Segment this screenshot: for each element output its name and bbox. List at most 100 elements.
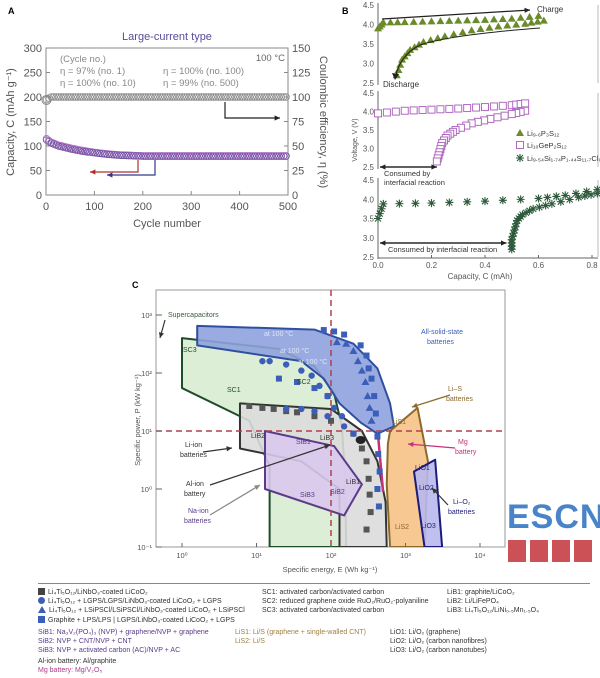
region-label-lio1: Li–O₂ bbox=[453, 499, 471, 506]
y-tick-label: 3.0 bbox=[363, 234, 375, 243]
discharge-capacity-point bbox=[146, 152, 155, 160]
discharge-capacity-point bbox=[214, 152, 222, 160]
efficiency-point bbox=[173, 93, 181, 101]
blue-circle-point bbox=[282, 405, 290, 413]
discharge-capacity-point bbox=[125, 152, 133, 160]
discharge-capacity-point bbox=[166, 152, 174, 160]
mg-pointer bbox=[407, 443, 456, 449]
discharge-capacity-point bbox=[190, 152, 198, 160]
legend-lis1: LiS1: Li/S (graphene + single-walled CNT… bbox=[235, 629, 366, 636]
legend-sc2: SC2: reduced graphene oxide RuO₂/RuO₂-po… bbox=[262, 598, 429, 605]
legend-text: Li₄Ti₅O₁₂ + LSiPSCl/LSiPSCl/LiNbO₃-coate… bbox=[49, 607, 245, 614]
annotation-eta-10: η = 100% (no. 10) bbox=[60, 78, 136, 89]
efficiency-point bbox=[187, 93, 196, 101]
legend-alion: Al-ion battery: Al/graphite bbox=[38, 658, 117, 665]
discharge-capacity-point bbox=[74, 146, 82, 155]
efficiency-point bbox=[233, 93, 242, 101]
triangle-marker bbox=[386, 18, 395, 26]
y2-axis-label: Coulombic efficiency, η (%) bbox=[317, 56, 329, 188]
discharge-capacity-point bbox=[226, 152, 235, 160]
efficiency-point bbox=[86, 93, 94, 101]
region-na-ion-batteries bbox=[263, 430, 363, 517]
watermark-logo: ESCN bbox=[507, 498, 600, 536]
asterisk-marker bbox=[509, 229, 518, 238]
efficiency-point bbox=[59, 93, 68, 101]
discharge-capacity-point bbox=[217, 152, 225, 160]
region-label-sc3: SC3 bbox=[183, 347, 197, 354]
square-marker bbox=[500, 111, 509, 120]
efficiency-point bbox=[91, 93, 99, 101]
efficiency-first-point bbox=[41, 94, 52, 105]
discharge-capacity-point bbox=[168, 152, 176, 160]
discharge-capacity-point bbox=[115, 151, 123, 159]
triangle-marker bbox=[433, 34, 442, 42]
efficiency-point bbox=[263, 93, 271, 101]
efficiency-point bbox=[149, 93, 157, 101]
y-tick-label: 10³ bbox=[141, 311, 152, 320]
legend-lib3: LiB3: Li₄Ti₅O₁₂/LiNi₀.₅Mn₁.₅O₄ bbox=[447, 607, 539, 614]
annotation-consumed-2: Consumed by interfacial reaction bbox=[388, 245, 497, 254]
discharge-capacity-point bbox=[108, 151, 116, 159]
annotation-consumed-1a: Consumed by bbox=[384, 169, 431, 178]
x-tick-label: 10³ bbox=[400, 551, 411, 560]
triangle-marker-icon bbox=[38, 606, 46, 613]
efficiency-point bbox=[171, 93, 179, 101]
annotation-consumed-1b: interfacial reaction bbox=[384, 178, 445, 187]
legend-lio1: LiO1: Li/O₂ (graphene) bbox=[390, 629, 461, 636]
gray-square-point bbox=[363, 458, 370, 465]
legend-sib2: SiB2: NVP + CNT/NVP + CNT bbox=[38, 638, 132, 645]
discharge-capacity-point bbox=[195, 152, 203, 160]
legend-text: Li₄Ti₅O₁₂/LiNbO₃-coated LiCoO₂ bbox=[48, 589, 148, 596]
region-label-lio2: LiO2 bbox=[419, 485, 434, 492]
discharge-capacity-point bbox=[161, 152, 169, 160]
discharge-capacity-point bbox=[67, 145, 75, 153]
square-marker bbox=[436, 105, 445, 114]
triangle-marker bbox=[409, 17, 418, 25]
discharge-capacity-point bbox=[282, 152, 290, 160]
blue-square-point bbox=[374, 433, 381, 440]
x-axis-label: Capacity, C (mAh) bbox=[448, 272, 513, 281]
arrowhead-icon bbox=[392, 73, 399, 80]
efficiency-point bbox=[250, 93, 259, 101]
discharge-capacity-point bbox=[197, 152, 205, 160]
efficiency-point bbox=[142, 93, 150, 101]
discharge-capacity-point bbox=[280, 152, 288, 160]
gray-square-point bbox=[259, 404, 266, 411]
efficiency-point bbox=[241, 93, 249, 101]
y-tick-label: 2.5 bbox=[363, 253, 375, 262]
triangle-marker bbox=[534, 11, 543, 19]
discharge-capacity-point bbox=[260, 152, 268, 160]
discharge-capacity-point bbox=[154, 152, 162, 160]
x-axis-label: Cycle number bbox=[133, 218, 201, 230]
asterisk-marker bbox=[552, 192, 561, 201]
efficiency-point bbox=[212, 93, 220, 101]
discharge-capacity-point bbox=[113, 151, 121, 159]
discharge-capacity-point bbox=[137, 152, 145, 160]
panel-label-c: C bbox=[132, 280, 139, 290]
y-tick-label: 10⁰ bbox=[141, 485, 152, 494]
discharge-capacity-point bbox=[178, 152, 186, 160]
efficiency-point bbox=[163, 93, 172, 101]
asterisk-marker bbox=[511, 222, 520, 231]
blue-square-point bbox=[375, 451, 382, 458]
discharge-curve-arrow bbox=[394, 27, 541, 79]
asterisk-marker bbox=[565, 195, 574, 204]
efficiency-point bbox=[270, 93, 278, 101]
charge-arrow bbox=[381, 9, 531, 20]
triangle-marker bbox=[503, 21, 512, 29]
efficiency-point bbox=[117, 93, 126, 101]
square-marker bbox=[374, 109, 382, 118]
arrowhead-icon bbox=[90, 169, 96, 175]
y-tick-label: 250 bbox=[24, 68, 42, 80]
asterisk-marker bbox=[512, 219, 521, 228]
arrowhead-icon bbox=[107, 172, 113, 178]
efficiency-point bbox=[57, 93, 65, 101]
efficiency-point bbox=[96, 93, 104, 101]
chart-c-plot-area bbox=[156, 290, 505, 547]
annotation-charge: Charge bbox=[537, 5, 564, 14]
x-tick-label: 10¹ bbox=[251, 551, 262, 560]
blue-circle-point bbox=[311, 407, 318, 415]
efficiency-point bbox=[200, 93, 208, 101]
x-tick-label: 0.4 bbox=[479, 261, 491, 270]
square-marker bbox=[432, 157, 441, 166]
